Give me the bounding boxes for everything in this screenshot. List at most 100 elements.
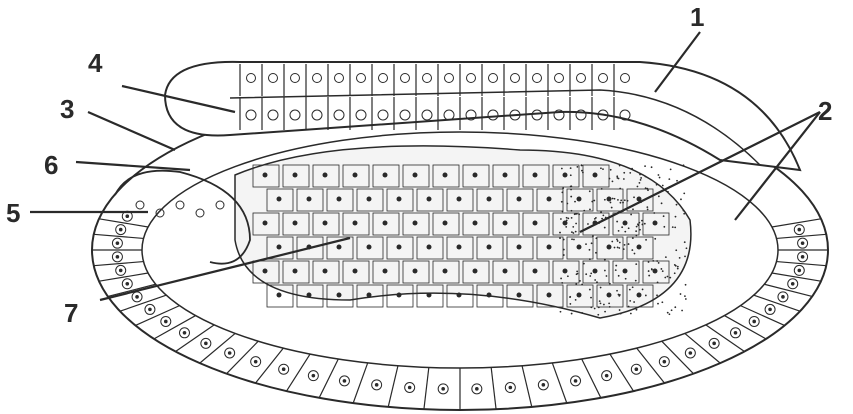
stipple-dot [674,306,676,308]
stipple-dot [570,189,572,191]
nucleolus [183,331,187,335]
stipple-dot [633,196,635,198]
cell-nucleus [533,173,538,178]
stipple-dot [663,215,665,217]
stipple-dot [630,313,632,315]
nucleolus [768,308,772,312]
nucleolus [797,228,801,232]
cell-nucleus [367,245,372,250]
nucleolus [125,282,129,286]
stipple-dot [599,300,601,302]
stipple-dot [632,237,634,239]
stipple-dot [664,277,666,279]
stipple-dot [609,306,611,308]
stipple-dot [677,268,679,270]
stipple-dot [635,280,637,282]
label-6: 6 [44,152,58,178]
nucleolus [375,383,379,387]
stipple-dot [685,298,687,300]
stipple-dot [571,231,573,233]
stipple-dot [559,237,561,239]
stipple-dot [604,311,606,313]
cell-nucleus [457,197,462,202]
stipple-dot [590,306,592,308]
cell-nucleus [293,221,298,226]
stipple-dot [627,200,629,202]
stipple-dot [679,257,681,259]
stipple-dot [632,208,634,210]
stipple-dot [574,213,576,215]
cell-nucleus [277,245,282,250]
stipple-dot [589,190,591,192]
stipple-dot [563,249,565,251]
stipple-dot [589,209,591,211]
stipple-dot [597,314,599,316]
cell-nucleus [263,269,268,274]
cell-nucleus [563,269,568,274]
cell-nucleus [427,293,432,298]
stipple-dot [636,309,638,311]
stipple-dot [616,290,618,292]
cell-nucleus [607,245,612,250]
stipple-dot [581,283,583,285]
stipple-dot [578,213,580,215]
cell-nucleus [517,293,522,298]
stipple-dot [600,287,602,289]
stipple-dot [560,278,562,280]
cell-nucleus [277,293,282,298]
stipple-dot [611,207,613,209]
stipple-dot [684,295,686,297]
stipple-dot [600,302,602,304]
cell-nucleus [503,269,508,274]
cell-nucleus [487,245,492,250]
stipple-dot [647,189,649,191]
stipple-dot [644,223,646,225]
stipple-dot [564,222,566,224]
stipple-dot [616,238,618,240]
cell-nucleus [427,197,432,202]
stipple-dot [631,168,633,170]
stipple-dot [656,184,658,186]
stipple-dot [637,186,639,188]
nucleolus [312,374,316,378]
nucleolus [148,308,152,312]
stipple-dot [651,166,653,168]
cell-nucleus [607,293,612,298]
stipple-dot [582,172,584,174]
stipple-dot [628,306,630,308]
stipple-dot [641,220,643,222]
stipple-dot [656,294,658,296]
stipple-dot [619,309,621,311]
stipple-dot [669,313,671,315]
stipple-dot [614,198,616,200]
stipple-dot [590,297,592,299]
stipple-dot [592,235,594,237]
cell-nucleus [323,269,328,274]
stipple-dot [576,213,578,215]
stipple-dot [591,201,593,203]
stipple-dot [571,238,573,240]
cell-nucleus [443,269,448,274]
cell-nucleus [263,221,268,226]
cell-nucleus [353,269,358,274]
nucleolus [116,241,120,245]
cell-nucleus [323,221,328,226]
stipple-dot [603,304,605,306]
stipple-dot [575,283,577,285]
nucleolus [125,214,129,218]
stipple-dot [587,223,589,225]
stipple-dot [608,302,610,304]
stipple-dot [563,254,565,256]
stipple-dot [618,230,620,232]
stipple-dot [602,214,604,216]
cell-nucleus [487,293,492,298]
nucleolus [228,351,232,355]
stipple-dot [639,229,641,231]
stipple-dot [589,289,591,291]
cell-nucleus [397,293,402,298]
stipple-dot [591,242,593,244]
stipple-dot [629,289,631,291]
cell-nucleus [637,245,642,250]
stipple-dot [569,303,571,305]
stipple-dot [583,210,585,212]
